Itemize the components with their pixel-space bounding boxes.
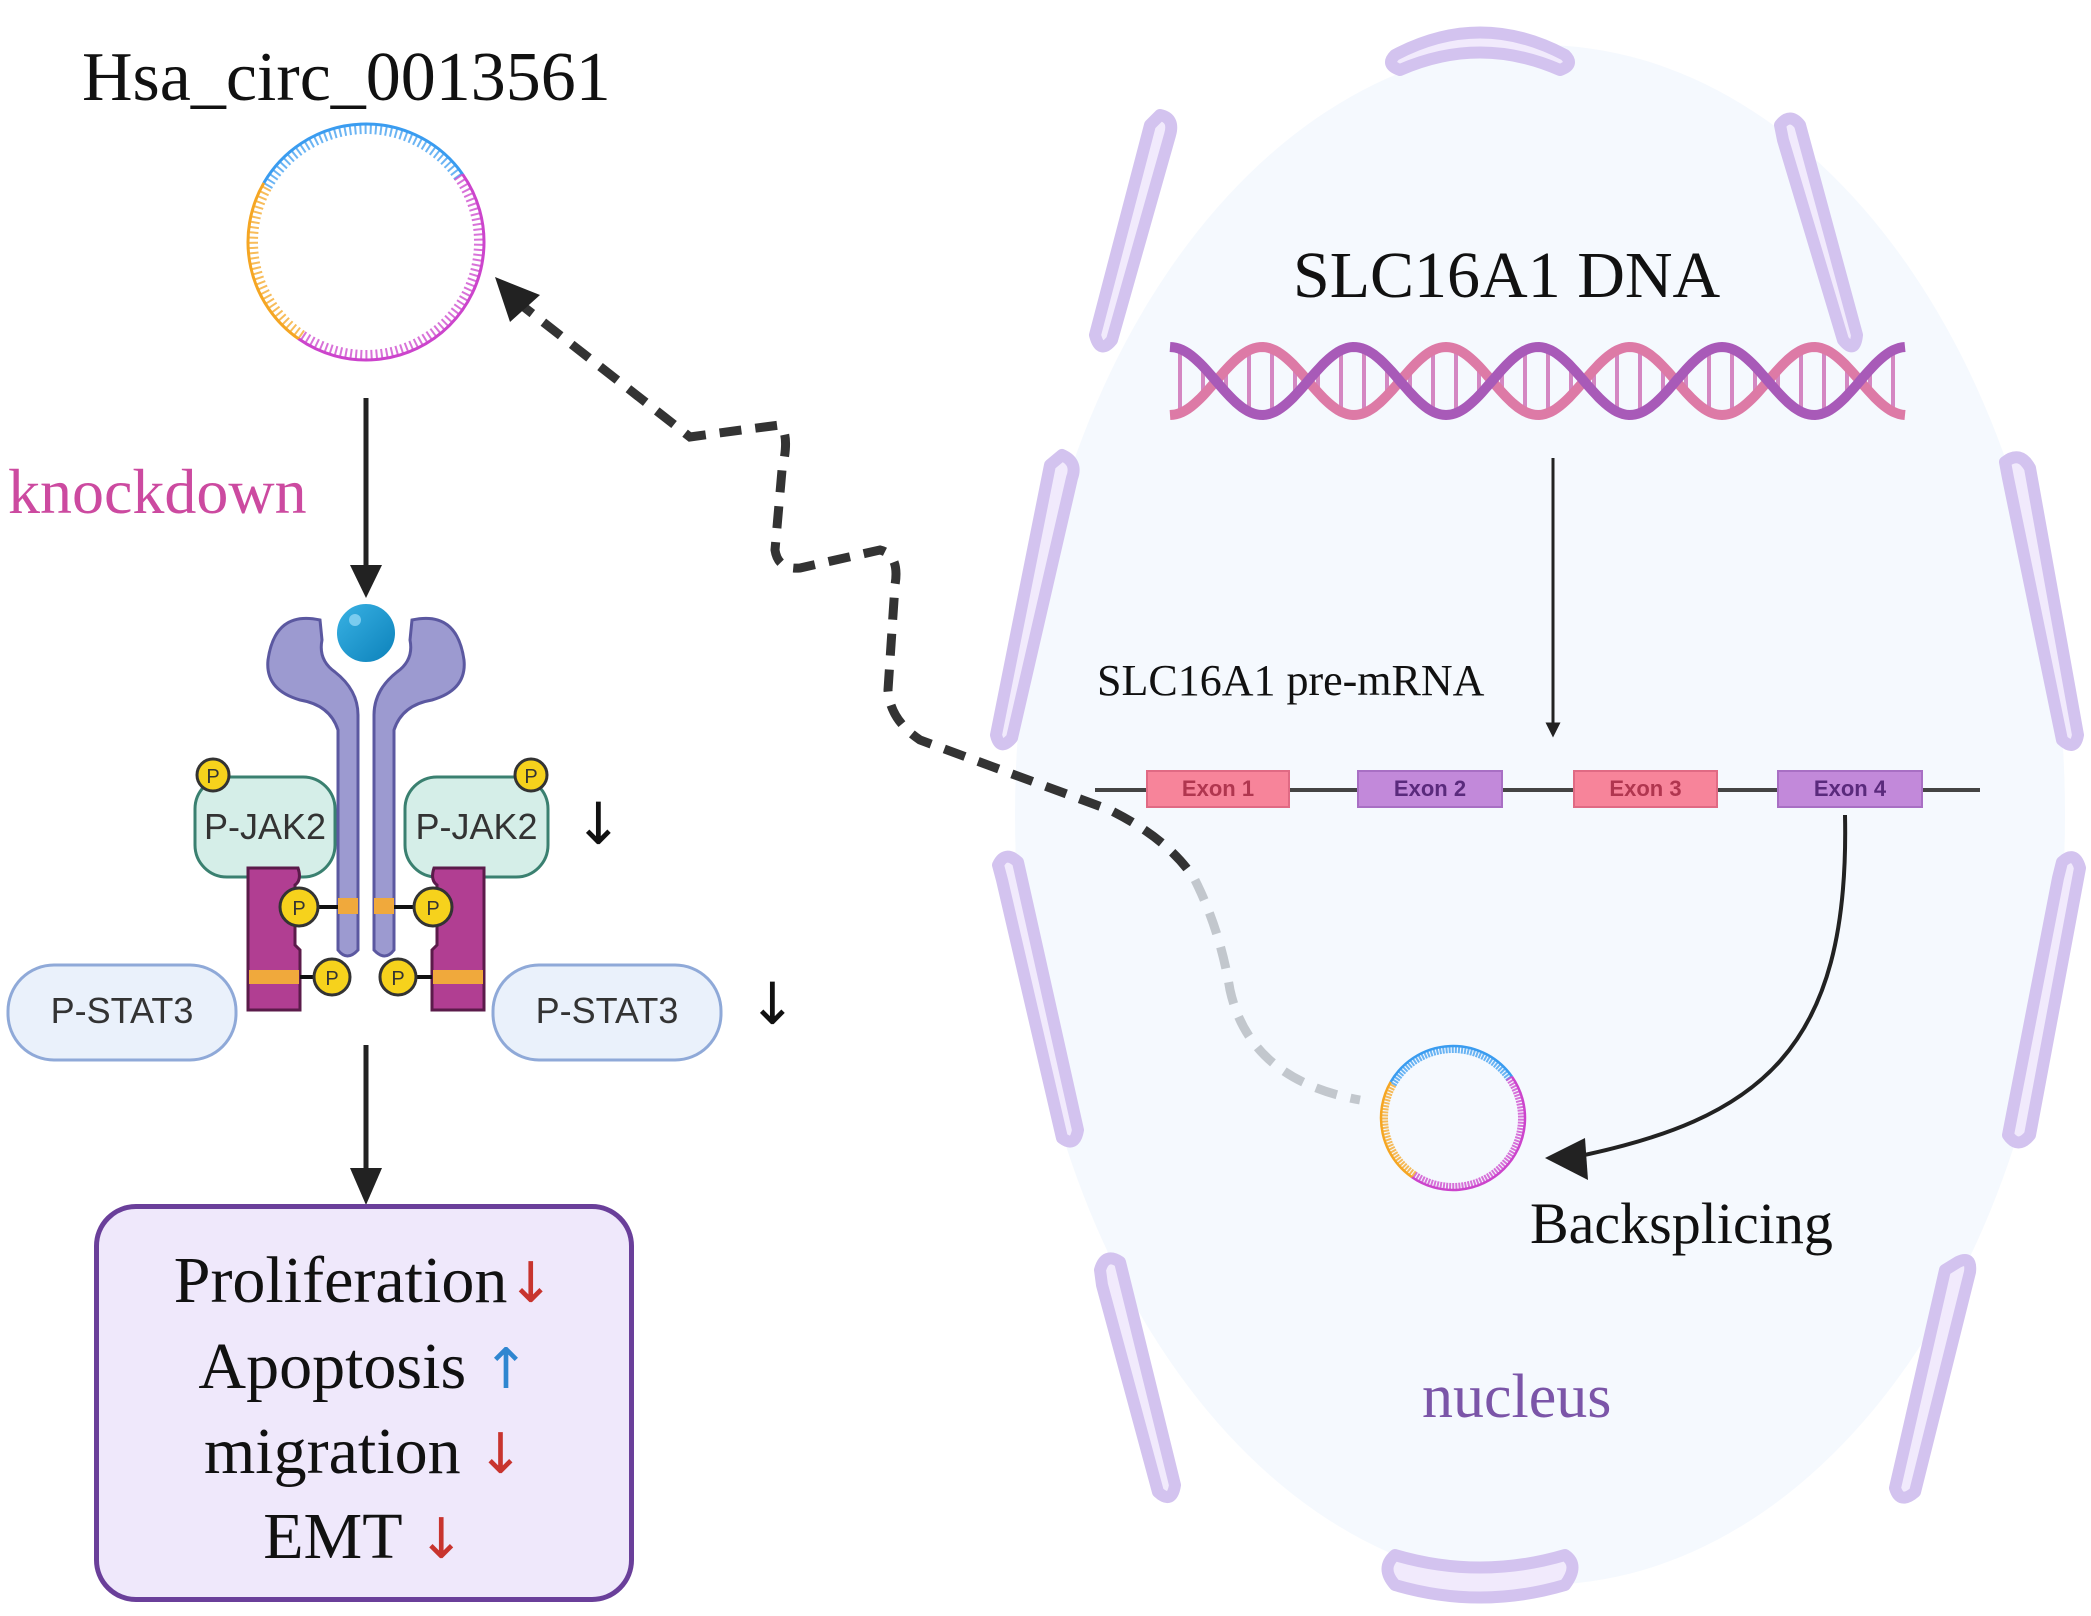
- circrna-icon: [246, 122, 486, 362]
- envelope-segment-lower-right: [1889, 1254, 1977, 1504]
- knockdown-label: knockdown: [8, 456, 307, 527]
- envelope-segment-mid-right-upper: [1999, 451, 2084, 751]
- dna-helix-icon: [1169, 341, 1906, 421]
- circrna-segment: [262, 122, 464, 184]
- envelope-segment-lower-left: [1094, 1252, 1181, 1504]
- jak2-decrease-arrow-icon: ↓: [574, 790, 623, 858]
- dna-strand-purple: [1169, 341, 1906, 421]
- dna-strand-pink: [1169, 341, 1906, 421]
- phosphate-icon: P: [378, 957, 418, 997]
- outcome-migration: migration ↓: [203, 1415, 525, 1488]
- envelope-segment-mid-left-upper: [990, 449, 1080, 751]
- export-arrowhead: [495, 277, 540, 322]
- receptor-left-head: [266, 616, 360, 958]
- circrna-segment: [1389, 1044, 1514, 1083]
- svg-text:P: P: [325, 968, 338, 990]
- downstream-arrowhead: [350, 1168, 382, 1205]
- envelope-segment-top: [1385, 26, 1575, 76]
- nuclear-circrna-icon: [1379, 1044, 1527, 1192]
- stat3-left-box: [6, 963, 238, 1062]
- outcome-proliferation: Proliferation↓: [173, 1244, 555, 1317]
- envelope-segment-upper-left: [1089, 109, 1178, 353]
- phosphate-icon: P: [412, 886, 454, 928]
- svg-text:P: P: [426, 898, 439, 920]
- phosphate-groups: P P P P P P: [195, 757, 549, 997]
- export-dashed-path-light: [1190, 877, 1361, 1105]
- circrna-title: Hsa_circ_0013561: [82, 39, 611, 116]
- circrna-segment: [297, 173, 486, 362]
- decrease-arrow-icon: ↓: [417, 1507, 465, 1572]
- envelope-segment-upper-right: [1774, 112, 1863, 353]
- exon-2: Exon 2: [1357, 770, 1503, 808]
- circrna-segment: [246, 182, 300, 340]
- envelope-segment-mid-right-lower: [2002, 851, 2086, 1149]
- phosphate-icon: P: [513, 757, 549, 793]
- nucleus-label: nucleus: [1422, 1363, 1612, 1431]
- circrna-segment: [1379, 1081, 1413, 1179]
- export-dashed-path-dark: [512, 296, 1199, 883]
- stat3-right-box: [491, 963, 723, 1062]
- backsplicing-arrow: [1569, 814, 1848, 1160]
- backsplicing-label: Backsplicing: [1530, 1191, 1833, 1256]
- svg-text:P: P: [292, 898, 305, 920]
- receptor-right-head: [372, 616, 466, 958]
- jak2-right-label: P-JAK2: [415, 806, 538, 847]
- outcome-box: Proliferation↓ Apoptosis ↑ migration ↓ E…: [94, 1204, 634, 1602]
- increase-arrow-icon: ↑: [482, 1337, 530, 1402]
- phosphate-icon: P: [195, 757, 231, 793]
- stat3-right-label: P-STAT3: [535, 990, 679, 1031]
- stat3-decrease-arrow-icon: ↓: [748, 970, 797, 1038]
- phosphate-icon: P: [312, 957, 352, 997]
- decrease-arrow-icon: ↓: [477, 1422, 525, 1487]
- exon-3: Exon 3: [1573, 770, 1718, 808]
- outcome-apoptosis: Apoptosis ↑: [198, 1330, 530, 1403]
- nuclear-envelope: [990, 26, 2086, 1604]
- envelope-segment-mid-left-lower: [992, 850, 1084, 1148]
- envelope-segment-bottom: [1381, 1549, 1579, 1604]
- stat3-left-label: P-STAT3: [50, 990, 194, 1031]
- knockdown-arrowhead: [350, 565, 382, 598]
- outcome-emt: EMT ↓: [263, 1500, 465, 1573]
- jak2-left-label: P-JAK2: [203, 806, 327, 847]
- backsplicing-arrowhead: [1545, 1138, 1588, 1180]
- premrna-label: SLC16A1 pre-mRNA: [1097, 656, 1485, 705]
- svg-text:P: P: [206, 766, 219, 788]
- decrease-arrow-icon: ↓: [507, 1251, 555, 1316]
- nucleus-body: [1015, 45, 2065, 1585]
- exon-4: Exon 4: [1777, 770, 1923, 808]
- dna-label: SLC16A1 DNA: [1293, 239, 1721, 312]
- receptor-icon: [266, 598, 466, 958]
- circrna-segment: [1410, 1075, 1527, 1192]
- svg-text:P: P: [524, 766, 537, 788]
- phosphate-icon: P: [278, 886, 320, 928]
- ligand-icon: [331, 598, 401, 668]
- exon-1: Exon 1: [1146, 770, 1290, 808]
- svg-text:P: P: [391, 968, 404, 990]
